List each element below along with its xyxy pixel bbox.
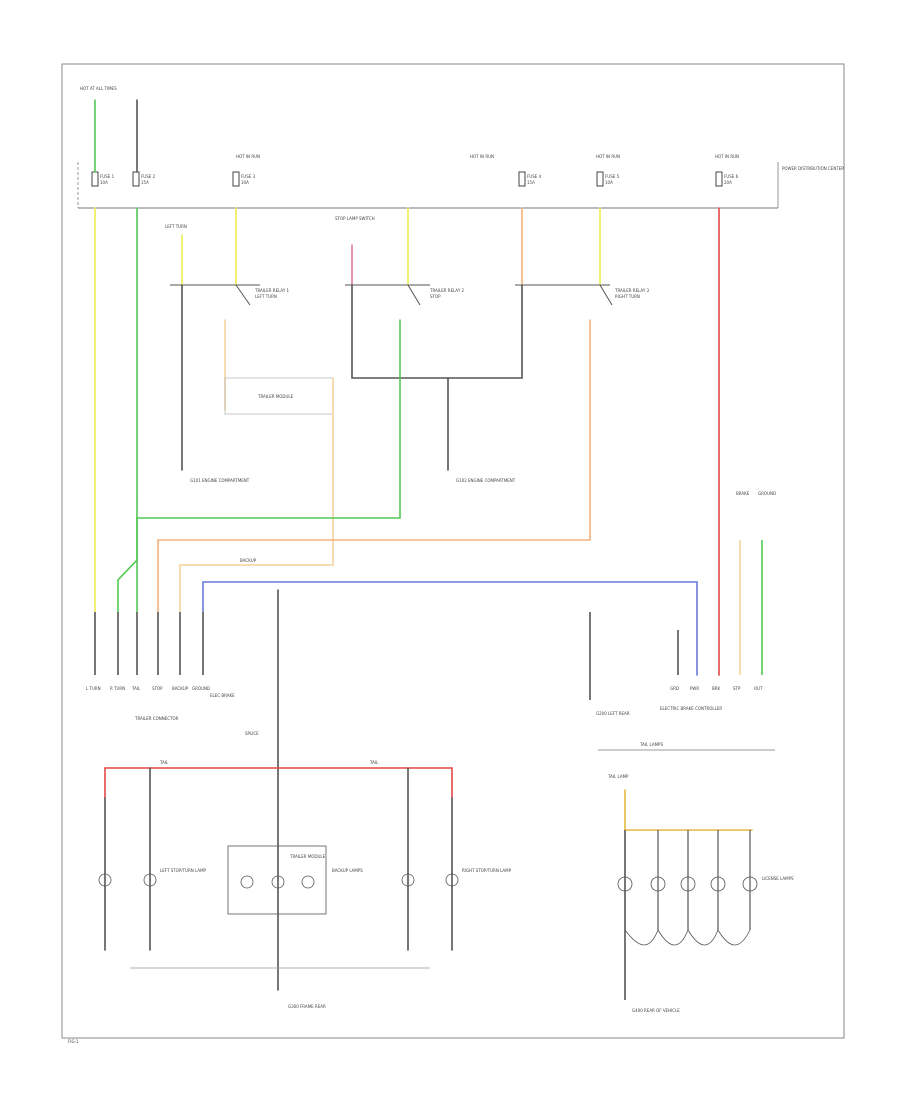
ground-1: G101 ENGINE COMPARTMENT <box>190 478 250 483</box>
wire-red-bus <box>104 767 453 799</box>
fuse-label: FUSE 2 <box>141 174 156 179</box>
box-label: TRAILER MODULE <box>289 854 326 859</box>
relay-sub: RIGHT TURN <box>615 294 640 299</box>
fuse-header: HOT IN RUN <box>596 154 620 159</box>
lamp-label: LICENSE LAMPS <box>762 876 794 881</box>
right-wire-label: BRAKE <box>736 491 750 496</box>
splice-label: SPLICE <box>245 731 259 736</box>
bus-tag-left: TAIL <box>159 760 169 765</box>
fuse-box-label: POWER DISTRIBUTION CENTER <box>782 166 844 171</box>
relay-2: TRAILER RELAY 2 STOP <box>345 284 465 306</box>
lamp-left: LEFT STOP/TURN LAMP <box>98 868 207 887</box>
fuse-rating: 10A <box>241 180 249 185</box>
fuse-header: HOT IN RUN <box>470 154 494 159</box>
fuse-label: FUSE 4 <box>527 174 542 179</box>
connector-pin: TAIL <box>131 686 141 691</box>
fuse-3: HOT IN RUN FUSE 3 10A <box>232 154 260 187</box>
fuse-1: FUSE 1 10A <box>91 171 115 187</box>
wire-green-jog <box>117 499 138 613</box>
fuse-4: HOT IN RUN FUSE 4 15A <box>470 154 542 187</box>
bus-tag-right: TAIL <box>369 760 379 765</box>
right-connector-pin: STP <box>733 686 741 691</box>
relay-label: TRAILER RELAY 3 <box>614 288 650 293</box>
trailer-connector: L TURN R TURN TAIL STOP BACKUP GROUND EL… <box>86 612 235 721</box>
relay-sub: LEFT TURN <box>255 294 277 299</box>
left-turn-label: LEFT TURN <box>165 224 187 229</box>
fuse-box: POWER DISTRIBUTION CENTER <box>77 162 844 209</box>
bottom-right-header: TAIL LAMPS <box>639 742 663 747</box>
wire-green-relay2 <box>136 319 401 613</box>
fuse-5: HOT IN RUN FUSE 5 10A <box>596 154 620 187</box>
right-connector-pin: GRD <box>670 686 679 691</box>
relay-3: TRAILER RELAY 3 RIGHT TURN <box>515 284 650 306</box>
right-wire-label: GROUND <box>758 491 776 496</box>
lamp-right: RIGHT STOP/TURN LAMP <box>401 868 512 887</box>
connector-pin: L TURN <box>86 686 101 691</box>
right-connector-label: ELECTRIC BRAKE CONTROLLER <box>660 706 722 711</box>
wire-blue <box>202 581 698 676</box>
fuse-rating: 15A <box>527 180 535 185</box>
connector-pin: R TURN <box>110 686 125 691</box>
connector-pin: GROUND <box>192 686 210 691</box>
ground-5: G400 REAR OF VEHICLE <box>632 1008 680 1013</box>
page-id: FIG-1 <box>68 1039 79 1044</box>
fuse-6: HOT IN RUN FUSE 6 20A <box>715 154 739 187</box>
fuse-rating: 10A <box>605 180 613 185</box>
lamp-label: RIGHT STOP/TURN LAMP <box>462 868 512 873</box>
right-connector-pin: OUT <box>754 686 763 691</box>
relay-label: TRAILER RELAY 1 <box>254 288 290 293</box>
right-connector-pin: BRK <box>712 686 721 691</box>
bottom-right-input: TAIL LAMP <box>607 774 629 779</box>
ground-3: G200 LEFT REAR <box>596 711 630 716</box>
fuse-label: FUSE 1 <box>100 174 115 179</box>
fuse-label: FUSE 6 <box>724 174 739 179</box>
top-left-label: HOT AT ALL TIMES <box>80 86 117 91</box>
fuse-rating: 10A <box>100 180 108 185</box>
relay-1: TRAILER RELAY 1 LEFT TURN <box>170 284 290 306</box>
relay-sub: STOP <box>430 294 441 299</box>
stop-switch-label: STOP LAMP SWITCH <box>335 216 375 221</box>
fuse-label: FUSE 3 <box>241 174 256 179</box>
wire-gold-bus <box>624 789 753 831</box>
connector-pin: BACKUP <box>172 686 189 691</box>
ground-4: G300 FRAME REAR <box>288 1004 326 1009</box>
connector-pin: ELEC BRAKE <box>210 693 235 698</box>
mid-tag: BACKUP <box>240 558 257 563</box>
fuse-2: FUSE 2 15A <box>132 171 156 187</box>
lamp-label: BACKUP LAMPS <box>332 868 363 873</box>
fuse-rating: 20A <box>724 180 732 185</box>
fuse-label: FUSE 5 <box>605 174 620 179</box>
module-label: TRAILER MODULE <box>257 394 294 399</box>
lamp-label: LEFT STOP/TURN LAMP <box>160 868 207 873</box>
fuse-rating: 15A <box>141 180 149 185</box>
fuse-header: HOT IN RUN <box>236 154 260 159</box>
tail-lamp-group: LICENSE LAMPS <box>617 830 794 1000</box>
wire-orange-relay3 <box>157 319 591 613</box>
connector-pin: STOP <box>152 686 163 691</box>
fuse-header: HOT IN RUN <box>715 154 739 159</box>
ground-2: G102 ENGINE COMPARTMENT <box>456 478 516 483</box>
right-connector-pin: PWR <box>690 686 699 691</box>
right-connector: G200 LEFT REAR BRAKE GROUND GRD PWR BRK … <box>589 491 776 716</box>
diagram-border <box>61 63 845 1039</box>
connector-label: TRAILER CONNECTOR <box>134 716 179 721</box>
wire-peach-module <box>179 564 334 613</box>
lamp-center: TRAILER MODULE BACKUP LAMPS <box>227 845 363 915</box>
relay-label: TRAILER RELAY 2 <box>429 288 465 293</box>
